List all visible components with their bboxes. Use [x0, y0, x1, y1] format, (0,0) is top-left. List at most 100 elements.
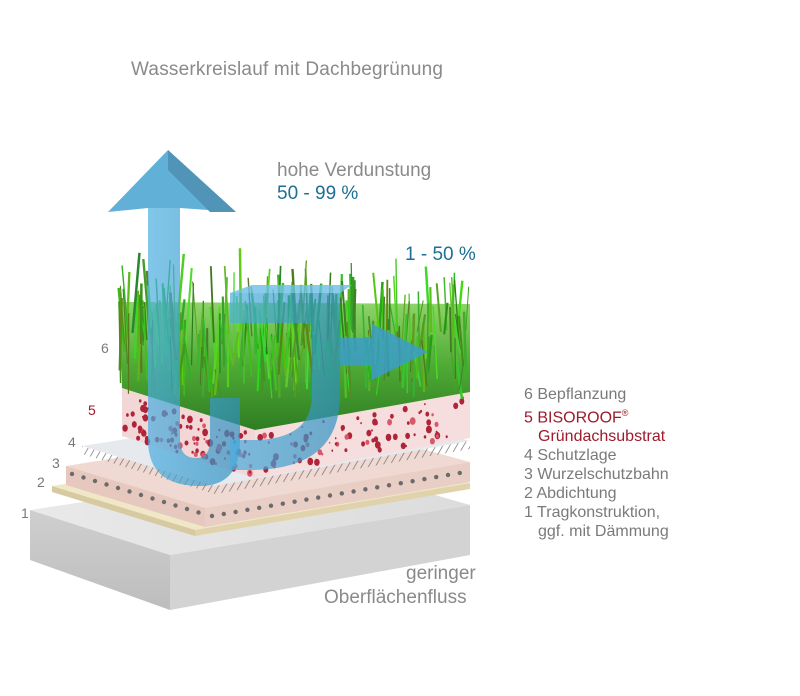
grass-blade [264, 315, 273, 399]
substrate-particle [434, 421, 439, 427]
grass-blade [458, 315, 465, 367]
substrate-particle [405, 432, 410, 439]
layer-number-2: 2 [37, 474, 45, 490]
stud [422, 476, 427, 482]
grass-blade [213, 329, 223, 396]
root-barrier-studs [69, 470, 462, 519]
substrate-particle [328, 441, 331, 444]
stud [221, 511, 226, 517]
stud [115, 485, 121, 491]
grass-blade [224, 325, 234, 364]
stud [304, 497, 309, 502]
substrate-particle [445, 435, 448, 439]
substrate-particle [366, 429, 372, 437]
substrate-particle [141, 429, 147, 437]
stud [184, 506, 190, 512]
stud [339, 491, 344, 496]
substrate-particle [131, 421, 137, 428]
grass-blade [458, 359, 465, 390]
substrate-particle [459, 398, 465, 405]
stud [292, 499, 297, 504]
stud [351, 489, 356, 494]
substrate-particle [361, 441, 366, 447]
stud [434, 474, 439, 480]
substrate-particle [248, 470, 252, 474]
substrate-particle [334, 437, 337, 440]
grass-blade [352, 288, 357, 331]
stud [127, 489, 132, 494]
substrate-particle [185, 424, 189, 429]
stud [363, 487, 368, 492]
layer-number-3: 3 [52, 455, 60, 471]
grass-blade [190, 283, 194, 366]
substrate-particle [143, 401, 148, 407]
substrate-particle [360, 422, 362, 425]
evaporation-label: hohe Verdunstung [277, 160, 432, 181]
substrate-particle [431, 413, 434, 417]
substrate-particle [371, 429, 373, 432]
grass-blade [418, 314, 427, 351]
legend-item-1: 1 Tragkonstruktion, [524, 504, 661, 522]
substrate-particle [426, 419, 432, 426]
substrate-particle [136, 435, 141, 441]
substrate-particle [257, 433, 264, 442]
substrate-particle [429, 438, 435, 445]
grass-blade [453, 320, 462, 354]
grass-blade [426, 303, 429, 377]
substrate-particle [138, 399, 142, 403]
substrate-particle [195, 448, 199, 454]
substrate-particle [453, 402, 459, 409]
grass-blade [417, 291, 421, 366]
substrate-particle [435, 434, 439, 439]
evaporation-arrow [108, 150, 240, 486]
stud [161, 499, 167, 505]
grass-blade [269, 336, 278, 391]
grass-blade [291, 358, 297, 398]
stud [233, 509, 238, 515]
runoff-percent: 1 - 50 % [405, 244, 476, 265]
substrate-particle [385, 433, 392, 442]
grass-blade [304, 323, 314, 373]
grass-blade [408, 293, 411, 343]
substrate-particle [202, 423, 207, 429]
grass-blade [122, 288, 129, 364]
layer-legend: 6 Bepflanzung 5 BISOROOF® Gründachsubstr… [524, 385, 669, 541]
stud [375, 485, 380, 490]
grass-blade [125, 271, 131, 341]
grass-blade [202, 300, 205, 369]
substrate-particle [137, 425, 143, 432]
stud [268, 503, 274, 508]
legend-item-5-text: 5 BISOROOF [524, 409, 622, 427]
substrate-particle [423, 435, 427, 439]
grass-blade [450, 351, 457, 390]
stud [196, 510, 201, 515]
substrate-particle [341, 428, 344, 432]
registered-mark: ® [621, 408, 629, 418]
substrate-particle [195, 436, 200, 442]
grass-blade [415, 336, 419, 379]
substrate-particle [425, 425, 432, 434]
legend-item-2: 2 Abdichtung [524, 485, 617, 503]
runoff-arrow [230, 285, 428, 470]
grass-blade [202, 317, 211, 393]
surface-flow-label-1: geringer [406, 563, 476, 584]
stud [138, 492, 144, 498]
grass-blade [214, 333, 219, 372]
stud [398, 481, 403, 486]
grass-blade [453, 279, 460, 341]
substrate-particle [317, 449, 323, 456]
grass-blade [143, 301, 148, 341]
substrate-particle [344, 448, 348, 453]
substrate-particle [400, 442, 406, 450]
substrate-particle [373, 436, 379, 443]
grass-blade [339, 297, 348, 374]
substrate-particle [184, 440, 189, 446]
substrate-particle [424, 403, 426, 406]
substrate-particle [202, 428, 209, 437]
substrate-particle [402, 405, 408, 413]
grass-blade [432, 305, 439, 380]
grass-blade [443, 302, 449, 335]
stud [150, 496, 155, 501]
grass-blade [118, 301, 122, 384]
